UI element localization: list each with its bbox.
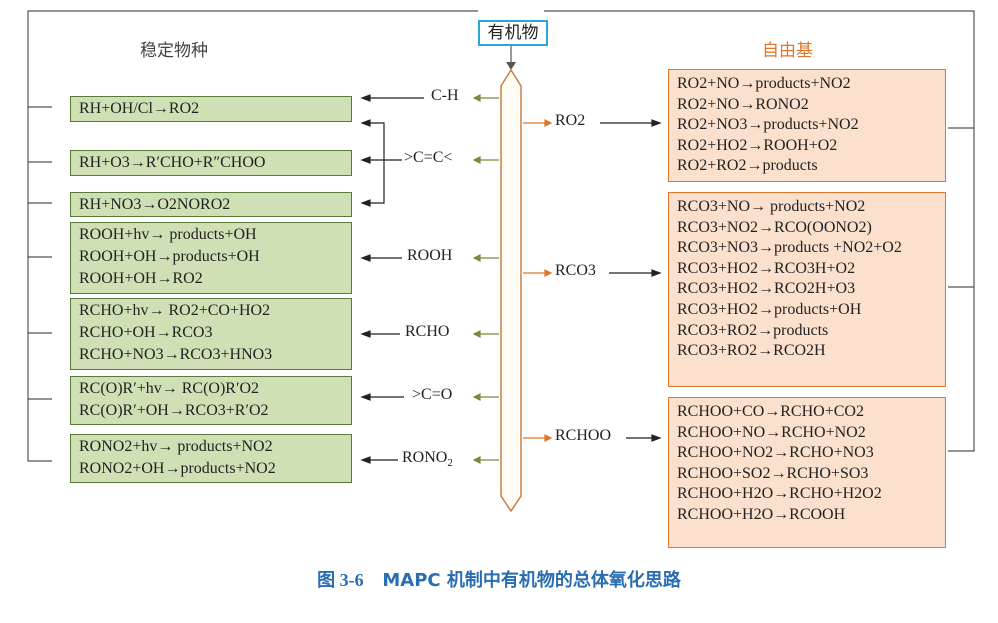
group-label-rooh: ROOH — [407, 247, 453, 264]
group-label-carbonyl: >C=O — [412, 386, 453, 403]
reaction-line: RCHOO+NO→RCHO+NO2 — [677, 423, 866, 441]
reaction-line: RCHOO+SO2→RCHO+SO3 — [677, 464, 869, 482]
radical-label-ro2: RO2 — [555, 112, 586, 129]
radical-label-rchoo: RCHOO — [555, 427, 612, 444]
reaction-line: RH+NO3→O2NORO2 — [79, 196, 231, 213]
reaction-line: RO2+RO2→products — [677, 157, 818, 175]
reaction-line: RO2+NO→RONO2 — [677, 95, 809, 113]
reaction-line: RO2+HO2→ROOH+O2 — [677, 136, 838, 154]
reaction-line: RCO3+NO3→products +NO2+O2 — [677, 239, 902, 257]
reaction-line: RCHO+NO3→RCO3+HNO3 — [79, 346, 273, 363]
stable-box-rh-o3: RH+O3→R′CHO+R″CHOO — [70, 150, 352, 176]
reaction-line: ROOH+hv→ products+OH — [79, 226, 257, 243]
figure-caption: 图 3-6 MAPC 机制中有机物的总体氧化思路 — [0, 566, 998, 592]
reaction-line: RC(O)R′+OH→RCO3+R′O2 — [79, 402, 269, 419]
figure-number: 图 3-6 — [317, 570, 364, 590]
header-stable-species: 稳定物种 — [140, 41, 208, 61]
stable-box-ketone: RC(O)R′+hv→ RC(O)R′O2 RC(O)R′+OH→RCO3+R′… — [70, 376, 352, 425]
reaction-line: RCO3+HO2→products+OH — [677, 300, 862, 318]
radical-box-ro2: RO2+NO→products+NO2 RO2+NO→RONO2 RO2+NO3… — [668, 69, 946, 182]
reaction-line: RH+OH/Cl→RO2 — [79, 100, 200, 117]
stable-box-rh-no3: RH+NO3→O2NORO2 — [70, 192, 352, 217]
group-label-ch: C-H — [431, 87, 459, 104]
reaction-line: RO2+NO→products+NO2 — [677, 75, 851, 92]
stable-box-rono2: RONO2+hv→ products+NO2 RONO2+OH→products… — [70, 434, 352, 483]
reaction-line: RONO2+hv→ products+NO2 — [79, 438, 273, 455]
reaction-line: ROOH+OH→RO2 — [79, 270, 203, 287]
group-label-rono2: RONO2 — [402, 449, 453, 470]
reaction-line: RCO3+RO2→products — [677, 321, 829, 339]
group-label-rcho: RCHO — [405, 323, 450, 340]
radical-box-rchoo: RCHOO+CO→RCHO+CO2 RCHOO+NO→RCHO+NO2 RCHO… — [668, 397, 946, 548]
reaction-line: RCO3+HO2→RCO2H+O3 — [677, 280, 856, 298]
reaction-line: RCO3+NO→ products+NO2 — [677, 198, 866, 215]
reaction-line: RCHOO+CO→RCHO+CO2 — [677, 403, 864, 420]
reaction-line: RCHOO+H2O→RCHO+H2O2 — [677, 485, 882, 503]
reaction-line: RONO2+OH→products+NO2 — [79, 460, 276, 477]
reaction-line: RCO3+HO2→RCO3H+O2 — [677, 259, 856, 277]
reaction-line: RCHO+hv→ RO2+CO+HO2 — [79, 302, 271, 319]
stable-box-rcho: RCHO+hv→ RO2+CO+HO2 RCHO+OH→RCO3 RCHO+NO… — [70, 298, 352, 370]
reaction-line: ROOH+OH→products+OH — [79, 248, 260, 265]
reaction-line: RCHO+OH→RCO3 — [79, 324, 213, 341]
reaction-line: RCHOO+NO2→RCHO+NO3 — [677, 444, 874, 462]
reaction-line: RH+O3→R′CHO+R″CHOO — [79, 154, 266, 171]
radical-label-rco3: RCO3 — [555, 262, 596, 279]
header-free-radicals: 自由基 — [762, 41, 813, 61]
stable-box-rooh: ROOH+hv→ products+OH ROOH+OH→products+OH… — [70, 222, 352, 294]
radical-box-rco3: RCO3+NO→ products+NO2 RCO3+NO2→RCO(OONO2… — [668, 192, 946, 387]
reaction-line: RC(O)R′+hv→ RC(O)R′O2 — [79, 380, 260, 397]
reaction-line: RCHOO+H2O→RCOOH — [677, 505, 846, 523]
group-label-alkene: >C=C< — [404, 149, 453, 166]
diagram-title: 有机物 — [478, 20, 548, 46]
reaction-line: RO2+NO3→products+NO2 — [677, 116, 859, 134]
stable-box-rh-oh: RH+OH/Cl→RO2 — [70, 96, 352, 122]
reaction-line: RCO3+NO2→RCO(OONO2) — [677, 218, 872, 236]
figure-caption-text: MAPC 机制中有机物的总体氧化思路 — [382, 570, 681, 591]
reaction-line: RCO3+RO2→RCO2H — [677, 342, 826, 360]
